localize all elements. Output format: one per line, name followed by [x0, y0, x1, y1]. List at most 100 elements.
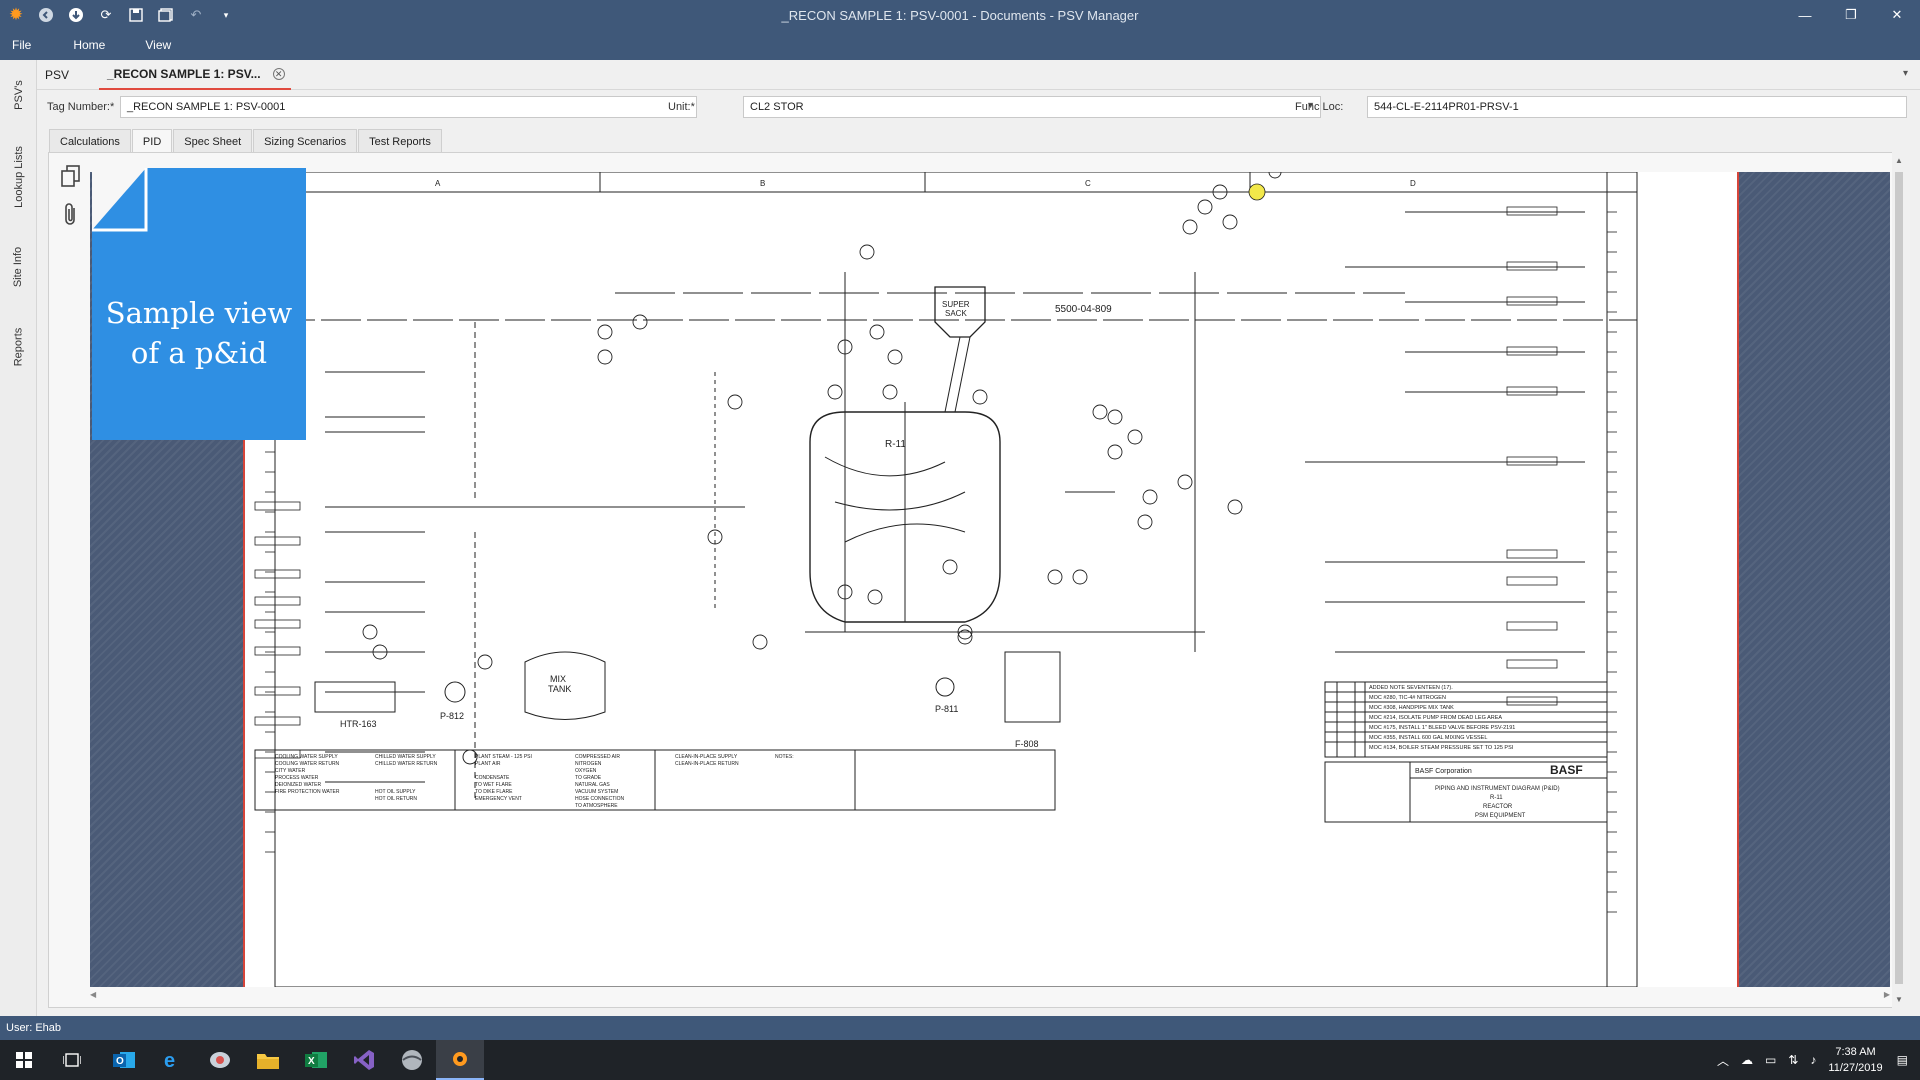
- taskbar-clock[interactable]: 7:38 AM 11/27/2019: [1828, 1044, 1882, 1076]
- psv-detail-tabs: Calculations PID Spec Sheet Sizing Scena…: [49, 129, 443, 153]
- scroll-right-icon[interactable]: ▶: [1883, 990, 1890, 999]
- nav-site-info-label: Site Info: [12, 246, 25, 288]
- revision-row: MOC #308, HANDPIPE MIX TANK: [1369, 705, 1454, 711]
- window-title: _RECON SAMPLE 1: PSV-0001 - Documents - …: [781, 8, 1139, 23]
- doc-tab-psv[interactable]: PSV: [45, 60, 69, 90]
- doc-tab-recon-sample[interactable]: _RECON SAMPLE 1: PSV... ✕: [99, 60, 291, 90]
- column-label: C: [1085, 179, 1091, 188]
- excel-icon[interactable]: X: [292, 1040, 340, 1080]
- browser-icon[interactable]: [388, 1040, 436, 1080]
- svg-text:e: e: [164, 1050, 175, 1071]
- copy-pages-icon[interactable]: [58, 162, 84, 190]
- volume-icon[interactable]: ♪: [1810, 1053, 1817, 1067]
- nav-psvs[interactable]: PSV's: [0, 70, 37, 120]
- legend-item: CHILLED WATER SUPPLY: [375, 754, 436, 760]
- super-sack-label: SACK: [945, 309, 967, 318]
- doc-tab-psv-label: PSV: [45, 68, 70, 82]
- refresh-icon[interactable]: ⟳: [100, 7, 112, 22]
- legend-item: CLEAN-IN-PLACE SUPPLY: [675, 754, 738, 760]
- restore-button[interactable]: ❐: [1845, 7, 1857, 22]
- tab-test-reports[interactable]: Test Reports: [358, 129, 442, 153]
- highlighted-psv-marker[interactable]: [1248, 183, 1266, 201]
- func-loc-field[interactable]: 544-CL-E-2114PR01-PRSV-1: [1367, 96, 1907, 118]
- psv-manager-icon[interactable]: [436, 1040, 484, 1080]
- customize-chevron-icon[interactable]: ▾: [223, 9, 229, 20]
- network-icon[interactable]: ⇅: [1788, 1053, 1799, 1067]
- title-block-company: BASF Corporation: [1415, 768, 1472, 775]
- minimize-button[interactable]: —: [1798, 7, 1812, 23]
- undo-icon[interactable]: ↶: [190, 7, 202, 22]
- title-block-description: PIPING AND INSTRUMENT DIAGRAM (P&ID): [1435, 786, 1560, 792]
- heater-label: HTR-163: [340, 719, 377, 729]
- legend-item: CLEAN-IN-PLACE RETURN: [675, 761, 739, 767]
- nav-lookup-lists[interactable]: Lookup Lists: [0, 132, 37, 222]
- file-explorer-icon[interactable]: [244, 1040, 292, 1080]
- legend-item: CITY WATER: [275, 768, 306, 774]
- windows-start-icon[interactable]: [0, 1040, 48, 1080]
- func-loc-label: Func Loc:: [1295, 101, 1344, 113]
- paperclip-icon[interactable]: [58, 200, 84, 228]
- close-tab-icon[interactable]: ✕: [272, 68, 285, 80]
- legend-item: COMPRESSED AIR: [575, 754, 620, 760]
- legend-item: NATURAL GAS: [575, 782, 610, 788]
- tab-list-chevron-icon[interactable]: ▾: [1902, 68, 1908, 79]
- outlook-icon[interactable]: O: [100, 1040, 148, 1080]
- scroll-left-icon[interactable]: ◀: [90, 990, 97, 999]
- pump-label: P-811: [935, 704, 958, 714]
- download-circle-icon[interactable]: [66, 5, 86, 25]
- horizontal-scrollbar[interactable]: ◀ ▶: [90, 990, 1890, 1002]
- doc-tab-recon-label: _RECON SAMPLE 1: PSV...: [107, 67, 261, 81]
- sample-view-callout: Sample view of a p&id: [92, 168, 306, 440]
- nav-reports[interactable]: Reports: [0, 312, 37, 382]
- notifications-icon[interactable]: ▤: [1896, 1053, 1908, 1067]
- pdf-viewer[interactable]: A B C D 5500-04-809 SUPER SACK R-11 MIX …: [90, 172, 1890, 987]
- pid-drawing-sheet[interactable]: A B C D 5500-04-809 SUPER SACK R-11 MIX …: [243, 172, 1739, 987]
- legend-item: COOLING WATER SUPPLY: [275, 754, 338, 760]
- save-all-icon[interactable]: [156, 5, 176, 25]
- mix-tank-label: MIX: [550, 674, 566, 684]
- psv-manager-alt-icon[interactable]: [196, 1040, 244, 1080]
- notes-heading: NOTES:: [775, 754, 794, 760]
- tag-number-field[interactable]: _RECON SAMPLE 1: PSV-0001: [120, 96, 697, 118]
- callout-text: Sample view of a p&id: [92, 293, 306, 373]
- tab-sizing-scenarios[interactable]: Sizing Scenarios: [253, 129, 358, 153]
- legend-item: COOLING WATER RETURN: [275, 761, 340, 767]
- save-icon[interactable]: [126, 5, 146, 25]
- menu-home[interactable]: Home: [73, 38, 106, 52]
- display-icon[interactable]: ▭: [1765, 1053, 1777, 1067]
- tab-pid[interactable]: PID: [131, 129, 173, 153]
- visual-studio-icon[interactable]: [340, 1040, 388, 1080]
- chevron-down-icon[interactable]: ▼: [1306, 100, 1315, 110]
- tab-calculations[interactable]: Calculations: [49, 129, 131, 153]
- legend-item: HOT OIL RETURN: [375, 796, 417, 802]
- menu-file[interactable]: File: [12, 38, 32, 52]
- scroll-down-icon[interactable]: ▼: [1895, 995, 1903, 1004]
- psv-header-fields: Tag Number:* _RECON SAMPLE 1: PSV-0001 U…: [37, 90, 1920, 124]
- nav-site-info[interactable]: Site Info: [0, 232, 37, 302]
- revision-row: ADDED NOTE SEVENTEEN (17).: [1369, 685, 1453, 691]
- back-circle-icon[interactable]: [36, 5, 56, 25]
- revision-row: MOC #134, BOILER STEAM PRESSURE SET TO 1…: [1369, 745, 1514, 751]
- column-label: B: [760, 179, 765, 188]
- close-button[interactable]: ✕: [1891, 7, 1903, 22]
- onedrive-cloud-icon[interactable]: ☁: [1741, 1053, 1753, 1067]
- revision-row: MOC #214, ISOLATE PUMP FROM DEAD LEG ARE…: [1369, 715, 1502, 721]
- show-hidden-icons-icon[interactable]: ︿: [1716, 1053, 1729, 1068]
- legend-item: CHILLED WATER RETURN: [375, 761, 438, 767]
- scroll-up-icon[interactable]: ▲: [1895, 156, 1903, 165]
- drawing-number-tag: 5500-04-809: [1055, 304, 1112, 315]
- unit-select[interactable]: CL2 STOR ▼: [743, 96, 1321, 118]
- legend-item: FIRE PROTECTION WATER: [275, 789, 340, 795]
- vertical-scrollbar[interactable]: ▲ ▼: [1892, 152, 1906, 1008]
- svg-text:O: O: [116, 1056, 124, 1067]
- legend-item: TO WET FLARE: [475, 782, 512, 788]
- pid-side-toolbar: [58, 162, 84, 238]
- task-view-icon[interactable]: [48, 1040, 96, 1080]
- menu-view[interactable]: View: [145, 38, 172, 52]
- app-logo-icon[interactable]: ✹: [8, 5, 24, 24]
- legend-item: TO ATMOSPHERE: [575, 803, 618, 809]
- edge-icon[interactable]: e: [148, 1040, 196, 1080]
- scroll-thumb[interactable]: [1895, 172, 1903, 984]
- tab-spec-sheet[interactable]: Spec Sheet: [173, 129, 253, 153]
- legend-item: TO GRADE: [575, 775, 602, 781]
